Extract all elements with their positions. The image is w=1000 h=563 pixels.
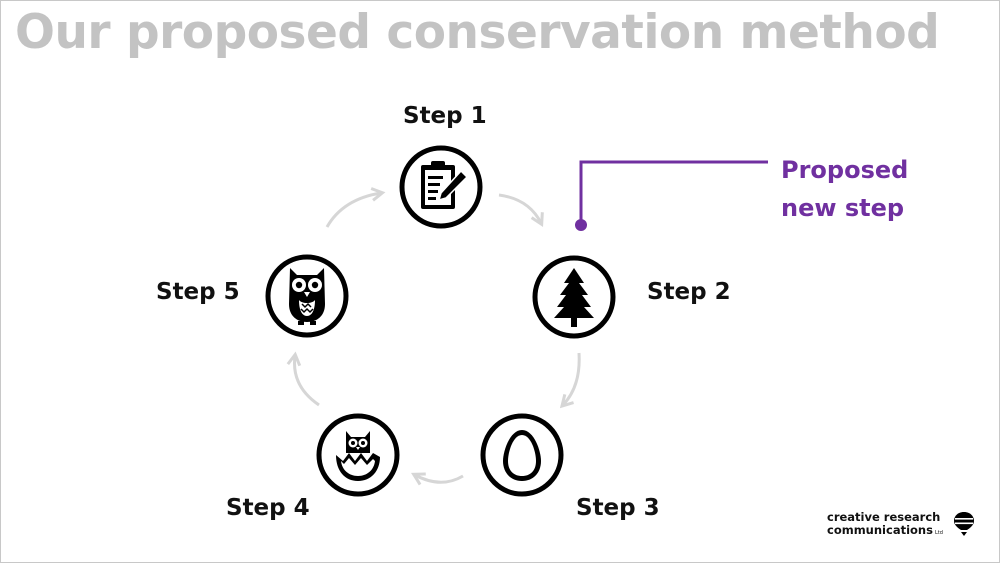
step-1-label: Step 1 bbox=[403, 103, 487, 129]
callout-text: Proposed new step bbox=[781, 151, 908, 227]
owl-icon bbox=[265, 254, 349, 338]
step-5-label: Step 5 bbox=[156, 279, 240, 305]
callout-dot bbox=[575, 219, 587, 231]
arrow-step5-to-step1 bbox=[325, 187, 386, 228]
slide-title: Our proposed conservation method bbox=[15, 5, 940, 60]
logo-line-2-text: communications bbox=[827, 523, 933, 537]
arrow-step3-to-step4 bbox=[411, 472, 464, 486]
step-2-label: Step 2 bbox=[647, 279, 731, 305]
step-2-node bbox=[532, 255, 616, 339]
step-3-label: Step 3 bbox=[576, 495, 660, 521]
egg-icon bbox=[480, 413, 564, 497]
step-4-label: Step 4 bbox=[226, 495, 310, 521]
hatching-owl-icon bbox=[316, 413, 400, 497]
arrow-step2-to-step3 bbox=[559, 352, 581, 409]
logo-suffix: Ltd bbox=[934, 530, 943, 536]
arrow-step1-to-step2 bbox=[498, 193, 544, 228]
clipboard-pencil-icon bbox=[399, 145, 483, 229]
logo-line-1: creative research bbox=[827, 510, 941, 524]
step-5-node bbox=[265, 254, 349, 338]
pine-tree-icon bbox=[532, 255, 616, 339]
callout-line-1: Proposed bbox=[781, 156, 909, 184]
arrow-step4-to-step5 bbox=[286, 351, 320, 407]
balloon-logo-icon bbox=[954, 512, 974, 536]
step-4-node bbox=[316, 413, 400, 497]
step-1-node bbox=[399, 145, 483, 229]
callout-line-2: new step bbox=[781, 194, 905, 222]
step-3-node bbox=[480, 413, 564, 497]
